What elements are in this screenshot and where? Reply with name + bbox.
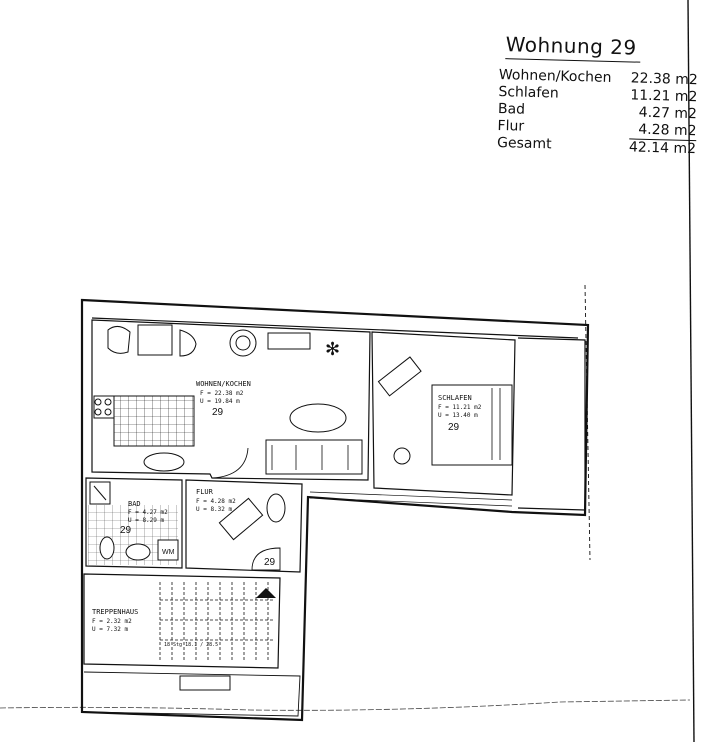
- bed: [431, 384, 513, 466]
- hall-mirror: [266, 493, 286, 523]
- hallway-walls: [185, 479, 303, 573]
- stair-note: 18 Stg 18.1 / 28.5: [164, 642, 218, 648]
- dining-table: [107, 324, 197, 357]
- shower: [89, 481, 111, 505]
- bedroom-label: SCHLAFEN: [438, 394, 472, 402]
- bedroom-area: F = 11.21 m2: [438, 404, 482, 411]
- sink: [143, 452, 185, 472]
- living-room-number: 29: [212, 407, 224, 418]
- washing-machine: [157, 539, 179, 561]
- entrance-door-swing: [251, 547, 281, 571]
- bathroom-walls: [85, 477, 183, 569]
- living-room-label: WOHNEN/KOCHEN: [196, 380, 251, 388]
- inner-wall-line: [91, 317, 579, 339]
- bathroom-label: BAD: [128, 500, 141, 508]
- balcony-outline: [517, 337, 586, 511]
- lower-room: [83, 671, 301, 717]
- stairwell-area: F = 2.32 m2: [92, 618, 132, 625]
- sideboard: [267, 332, 311, 350]
- exterior-wall-right: [584, 284, 591, 561]
- hallway-label: FLUR: [196, 488, 214, 496]
- hallway-perimeter: U = 8.32 m: [196, 506, 233, 513]
- stairwell-perimeter: U = 7.32 m: [92, 626, 129, 633]
- kitchen-tile-floor: [113, 395, 195, 447]
- bathroom-area: F = 4.27 m2: [128, 509, 168, 516]
- bedroom-number: 29: [448, 422, 460, 433]
- sofa: [265, 439, 363, 475]
- outer-wall: [80, 298, 590, 722]
- living-room-area: F = 22.38 m2: [200, 390, 244, 397]
- bedroom-walls: [371, 331, 516, 496]
- coffee-table: [289, 403, 347, 433]
- hall-door-swing: [211, 447, 249, 479]
- kitchen-counter: [93, 395, 115, 419]
- hall-bench: [218, 497, 264, 541]
- stairwell-walls: [83, 573, 281, 669]
- bedroom-perimeter: U = 13.40 m: [438, 412, 478, 419]
- stair-direction-arrow: [256, 588, 276, 598]
- living-room-perimeter: U = 19.84 m: [200, 398, 240, 405]
- stair-landing: [179, 675, 231, 691]
- stairwell-label: TREPPENHAUS: [92, 608, 138, 616]
- bedside-lamp: [393, 447, 411, 465]
- window-strip: [309, 491, 513, 507]
- toilet: [99, 536, 115, 560]
- bathroom-number: 29: [120, 525, 132, 536]
- plant-icon: ✻: [325, 339, 340, 359]
- staircase: [159, 582, 275, 660]
- washing-machine-label: WM: [162, 549, 175, 556]
- round-table: [229, 329, 257, 357]
- washbasin: [125, 543, 151, 561]
- wardrobe: [377, 356, 422, 397]
- hallway-area: F = 4.28 m2: [196, 498, 236, 505]
- door-number: 29: [264, 557, 276, 568]
- bathroom-perimeter: U = 8.29 m: [128, 517, 165, 524]
